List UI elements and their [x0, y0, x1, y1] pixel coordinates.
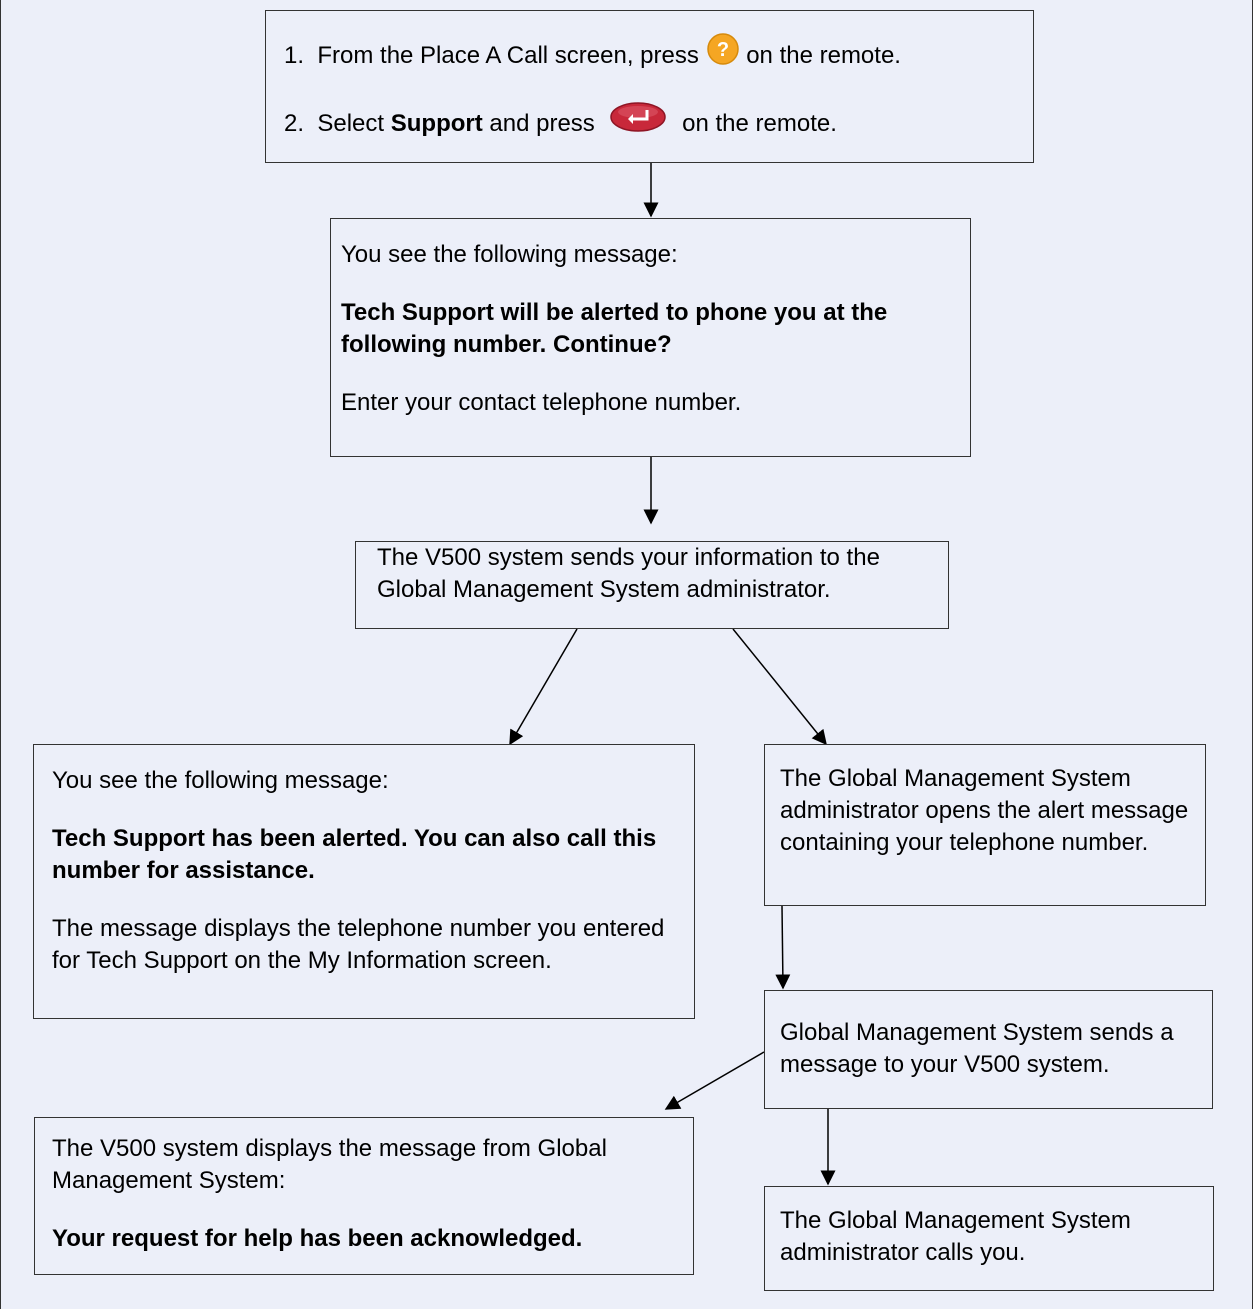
arrow-gms-sends-to-displays: [664, 1051, 765, 1110]
step-2-number: 2.: [284, 109, 318, 137]
enter-key-icon: [609, 101, 667, 142]
acknowledged-message-box: The V500 system displays the message fro…: [34, 1117, 694, 1275]
alerted-detail: The message displays the telephone numbe…: [52, 915, 665, 974]
gms-sends-text: Global Management System sends a message…: [780, 1019, 1174, 1078]
steps-box: 1. From the Place A Call screen, press ?…: [265, 10, 1034, 163]
help-question-icon: ?: [706, 32, 740, 75]
arrow-send-to-admin-opens: [732, 628, 827, 746]
support-label: Support: [390, 109, 483, 137]
step-1-number: 1.: [284, 41, 318, 69]
arrow-send-to-alerted: [509, 628, 578, 746]
svg-text:?: ?: [716, 39, 728, 61]
continue-prompt: Tech Support will be alerted to phone yo…: [341, 299, 888, 358]
send-info-text: The V500 system sends your information t…: [377, 544, 880, 603]
continue-message-box: You see the following message: Tech Supp…: [330, 218, 971, 457]
admin-calls-text: The Global Management System administrat…: [780, 1207, 1131, 1266]
admin-opens-box: The Global Management System administrat…: [764, 744, 1206, 906]
alerted-message: Tech Support has been alerted. You can a…: [52, 825, 657, 884]
enter-number-instruction: Enter your contact telephone number.: [341, 389, 742, 416]
step-1: 1. From the Place A Call screen, press ?…: [284, 32, 1033, 78]
step-1-prefix: From the Place A Call screen, press: [317, 41, 699, 69]
alerted-message-box: You see the following message: Tech Supp…: [33, 744, 695, 1019]
acknowledged-message: Your request for help has been acknowled…: [52, 1225, 583, 1252]
alerted-intro: You see the following message:: [52, 767, 389, 794]
step-2-mid: and press: [489, 109, 595, 137]
displays-text: The V500 system displays the message fro…: [52, 1135, 607, 1194]
admin-opens-text: The Global Management System administrat…: [780, 765, 1189, 856]
message-intro: You see the following message:: [341, 241, 678, 268]
step-2-prefix: Select: [317, 109, 385, 137]
step-2: 2. Select Support and press on the remot…: [284, 101, 1033, 145]
step-2-suffix: on the remote.: [682, 109, 837, 137]
arrow-admin-opens-to-gms-sends: [775, 905, 791, 990]
gms-sends-box: Global Management System sends a message…: [764, 990, 1213, 1109]
admin-calls-box: The Global Management System administrat…: [764, 1186, 1214, 1291]
send-info-box: The V500 system sends your information t…: [355, 541, 949, 629]
step-1-suffix: on the remote.: [746, 41, 901, 69]
